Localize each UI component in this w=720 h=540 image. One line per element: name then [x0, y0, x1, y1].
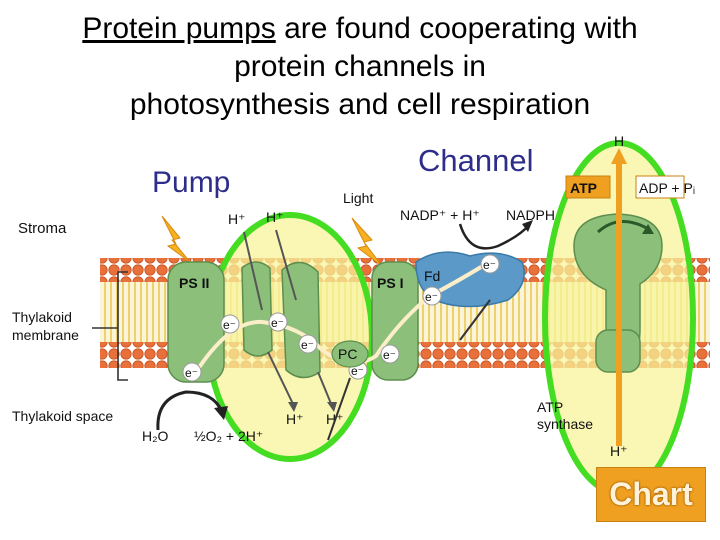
electron-label: e⁻ [185, 366, 198, 380]
channel-label: Channel [418, 143, 534, 178]
h-plus-label: H⁺ [610, 443, 628, 459]
adp-label: ADP + Pᵢ [639, 180, 695, 196]
h-plus-label: H⁺ [266, 209, 284, 225]
nadph-label: NADPH [506, 207, 555, 223]
title-rest-line1: are found cooperating with [275, 12, 638, 45]
oxygen-arrow [327, 377, 351, 441]
ps1-label: PS I [377, 275, 403, 291]
proton-arrow [267, 351, 295, 407]
arrowhead [214, 406, 228, 420]
title-line2: protein channels in [234, 50, 486, 83]
oxygen-label: ½O₂ + 2H⁺ [194, 428, 263, 444]
electron-label: e⁻ [483, 258, 496, 272]
plastocyanin [331, 340, 369, 368]
pump-label: Pump [152, 166, 231, 199]
electron-label: e⁻ [223, 318, 236, 332]
light-label: Light [343, 190, 373, 206]
electron-label: e⁻ [425, 290, 438, 304]
atp-synthase-label-2: synthase [537, 416, 593, 432]
water-label: H₂O [142, 428, 169, 444]
cytochrome-pump [281, 261, 321, 379]
arrowhead [642, 224, 654, 234]
electron-markers: e⁻ e⁻ e⁻ e⁻ e⁻ e⁻ e⁻ e⁻ [182, 254, 500, 382]
stroma-arrow [459, 299, 491, 341]
stroma-label: Stroma [18, 220, 67, 237]
membrane-bracket [92, 271, 128, 381]
chart-button[interactable]: Chart [596, 467, 706, 522]
h-top-label: H [614, 133, 624, 149]
cytochrome-pump [241, 261, 273, 357]
nadp-reaction-arrow [458, 223, 531, 250]
proton-arrow [317, 371, 333, 407]
light-bolt-icon [161, 215, 191, 263]
water-split-arrow [156, 390, 224, 431]
atp-box [565, 175, 611, 199]
adp-box [635, 175, 685, 199]
nadp-label: NADP⁺ + H⁺ [400, 207, 480, 223]
arrowhead [327, 402, 337, 412]
thylakoid-membrane-label-2: membrane [12, 327, 79, 343]
slide-title: Protein pumps are found cooperating with… [0, 10, 720, 124]
electron-label: e⁻ [301, 338, 314, 352]
arrowhead [522, 220, 533, 232]
electron-label: e⁻ [351, 364, 364, 378]
electron-label: e⁻ [271, 316, 284, 330]
fd-label: Fd [424, 268, 440, 284]
proton-channel-arrowhead [611, 148, 627, 164]
pc-label: PC [338, 346, 357, 362]
atp-synthase-label-1: ATP [537, 399, 563, 415]
title-line3: photosynthesis and cell respiration [129, 88, 591, 121]
h-plus-label: H⁺ [228, 211, 246, 227]
title-underlined: Protein pumps [82, 12, 276, 45]
proton-arrow [275, 229, 297, 301]
electron-label: e⁻ [383, 348, 396, 362]
ps2-label: PS II [179, 275, 209, 291]
arrowhead [288, 402, 298, 412]
thylakoid-space-label: Thylakoid space [12, 408, 113, 424]
atp-label: ATP [570, 180, 597, 196]
thylakoid-membrane-label-1: Thylakoid [12, 309, 72, 325]
h-plus-label: H⁺ [286, 411, 304, 427]
proton-arrow [243, 231, 263, 311]
